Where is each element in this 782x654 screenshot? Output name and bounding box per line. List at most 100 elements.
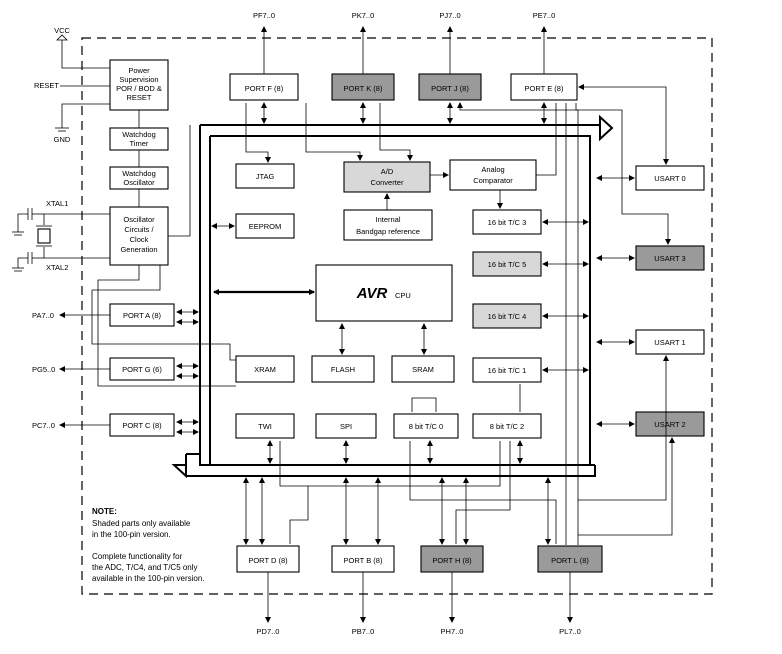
pin-xtal1: XTAL1 [46,199,68,208]
svg-text:Analog: Analog [481,165,504,174]
svg-text:NOTE:: NOTE: [92,507,117,516]
gnd-icon [55,127,69,132]
port-j-block: PORT J (8) [418,73,482,101]
pin-pl: PL7..0 [559,627,581,636]
footnote: NOTE: Shaded parts only available in the… [92,507,205,583]
svg-text:Generation: Generation [120,245,157,254]
jtag-block: JTAG [235,163,295,189]
svg-text:RESET: RESET [126,93,151,102]
svg-text:PORT J (8): PORT J (8) [431,84,469,93]
usart2-block: USART 2 [635,411,705,437]
svg-text:8 bit T/C 0: 8 bit T/C 0 [409,422,443,431]
svg-text:PORT H (8): PORT H (8) [432,556,472,565]
adc-block: A/D Converter [343,161,431,193]
svg-text:CPU: CPU [395,291,411,300]
usart0-block: USART 0 [635,165,705,191]
crystal-icon [12,208,110,272]
left-port-arrows [59,290,236,435]
svg-text:PORT L (8): PORT L (8) [551,556,589,565]
svg-text:PORT D (8): PORT D (8) [248,556,288,565]
svg-text:USART 0: USART 0 [654,174,685,183]
tc3-block: 16 bit T/C 3 [472,209,542,235]
svg-text:16 bit T/C 5: 16 bit T/C 5 [488,260,527,269]
tc0-block: 8 bit T/C 0 [393,413,459,439]
pin-pb: PB7..0 [352,627,375,636]
svg-text:Shaded parts only available: Shaded parts only available [92,519,191,528]
port-d-block: PORT D (8) [236,545,300,573]
svg-text:Converter: Converter [371,178,404,187]
power-supervision-block: Power Supervision POR / BOD & RESET [109,59,169,111]
svg-text:the ADC, T/C4, and T/C5 only: the ADC, T/C4, and T/C5 only [92,563,198,572]
vcc-line [61,40,110,69]
pin-xtal2: XTAL2 [46,263,68,272]
svg-text:Watchdog: Watchdog [122,169,156,178]
port-f-block: PORT F (8) [229,73,299,101]
avr-logo: AVR [356,285,388,302]
pin-pa: PA7..0 [32,311,54,320]
svg-text:16 bit T/C 1: 16 bit T/C 1 [488,366,527,375]
svg-text:PORT B (8): PORT B (8) [344,556,383,565]
tc4-block: 16 bit T/C 4 [472,303,542,329]
svg-text:EEPROM: EEPROM [249,222,282,231]
bandgap-block: Internal Bandgap reference [343,209,433,241]
port-g-block: PORT G (6) [109,357,175,381]
svg-text:XRAM: XRAM [254,365,276,374]
svg-text:USART 2: USART 2 [654,420,685,429]
svg-text:Supervision: Supervision [119,75,158,84]
svg-text:USART 1: USART 1 [654,338,685,347]
port-e-block: PORT E (8) [510,73,578,101]
svg-text:Watchdog: Watchdog [122,130,156,139]
pin-pd: PD7..0 [257,627,280,636]
svg-text:Timer: Timer [130,139,149,148]
svg-text:A/D: A/D [381,167,394,176]
svg-text:SRAM: SRAM [412,365,434,374]
svg-text:Circuits /: Circuits / [124,225,154,234]
svg-text:PORT G (6): PORT G (6) [122,365,162,374]
svg-text:SPI: SPI [340,422,352,431]
port-k-block: PORT K (8) [331,73,395,101]
port-a-block: PORT A (8) [109,303,175,327]
usart3-block: USART 3 [635,245,705,271]
svg-text:FLASH: FLASH [331,365,355,374]
svg-text:Complete functionality for: Complete functionality for [92,552,183,561]
svg-text:PORT F (8): PORT F (8) [245,84,284,93]
watchdog-oscillator-block: Watchdog Oscillator [109,166,169,190]
svg-text:PORT K (8): PORT K (8) [344,84,383,93]
svg-text:8 bit T/C 2: 8 bit T/C 2 [490,422,524,431]
port-b-block: PORT B (8) [331,545,395,573]
svg-text:USART 3: USART 3 [654,254,685,263]
flash-block: FLASH [311,355,375,383]
port-c-block: PORT C (8) [109,413,175,437]
pin-pk: PK7..0 [352,11,375,20]
pin-pc: PC7..0 [32,421,55,430]
clock-line [168,125,191,237]
vcc-icon [56,34,68,41]
pin-gnd: GND [54,135,71,144]
spi-block: SPI [315,413,377,439]
svg-text:JTAG: JTAG [256,172,275,181]
tc5-block: 16 bit T/C 5 [472,251,542,277]
port-l-block: PORT L (8) [537,545,603,573]
svg-text:in the 100-pin version.: in the 100-pin version. [92,530,171,539]
pin-pj: PJ7..0 [439,11,460,20]
pin-pe: PE7..0 [533,11,556,20]
eeprom-block: EEPROM [235,213,295,239]
svg-text:16 bit T/C 4: 16 bit T/C 4 [488,312,527,321]
svg-text:TWI: TWI [258,422,272,431]
pin-pf: PF7..0 [253,11,275,20]
svg-text:Bandgap reference: Bandgap reference [356,227,420,236]
oscillator-block: Oscillator Circuits / Clock Generation [109,206,169,266]
svg-text:Internal: Internal [375,215,400,224]
svg-text:Oscillator: Oscillator [123,178,155,187]
xram-block: XRAM [235,355,295,383]
tc2-block: 8 bit T/C 2 [472,413,542,439]
bottom-inner-arrows [267,384,523,464]
usart-arrows [457,84,675,536]
sram-block: SRAM [391,355,455,383]
usart1-block: USART 1 [635,329,705,355]
top-port-arrows [261,26,547,124]
cpu-block: AVR CPU [315,264,453,322]
bottom-port-arrows [243,441,573,623]
tc1-block: 16 bit T/C 1 [472,357,542,383]
